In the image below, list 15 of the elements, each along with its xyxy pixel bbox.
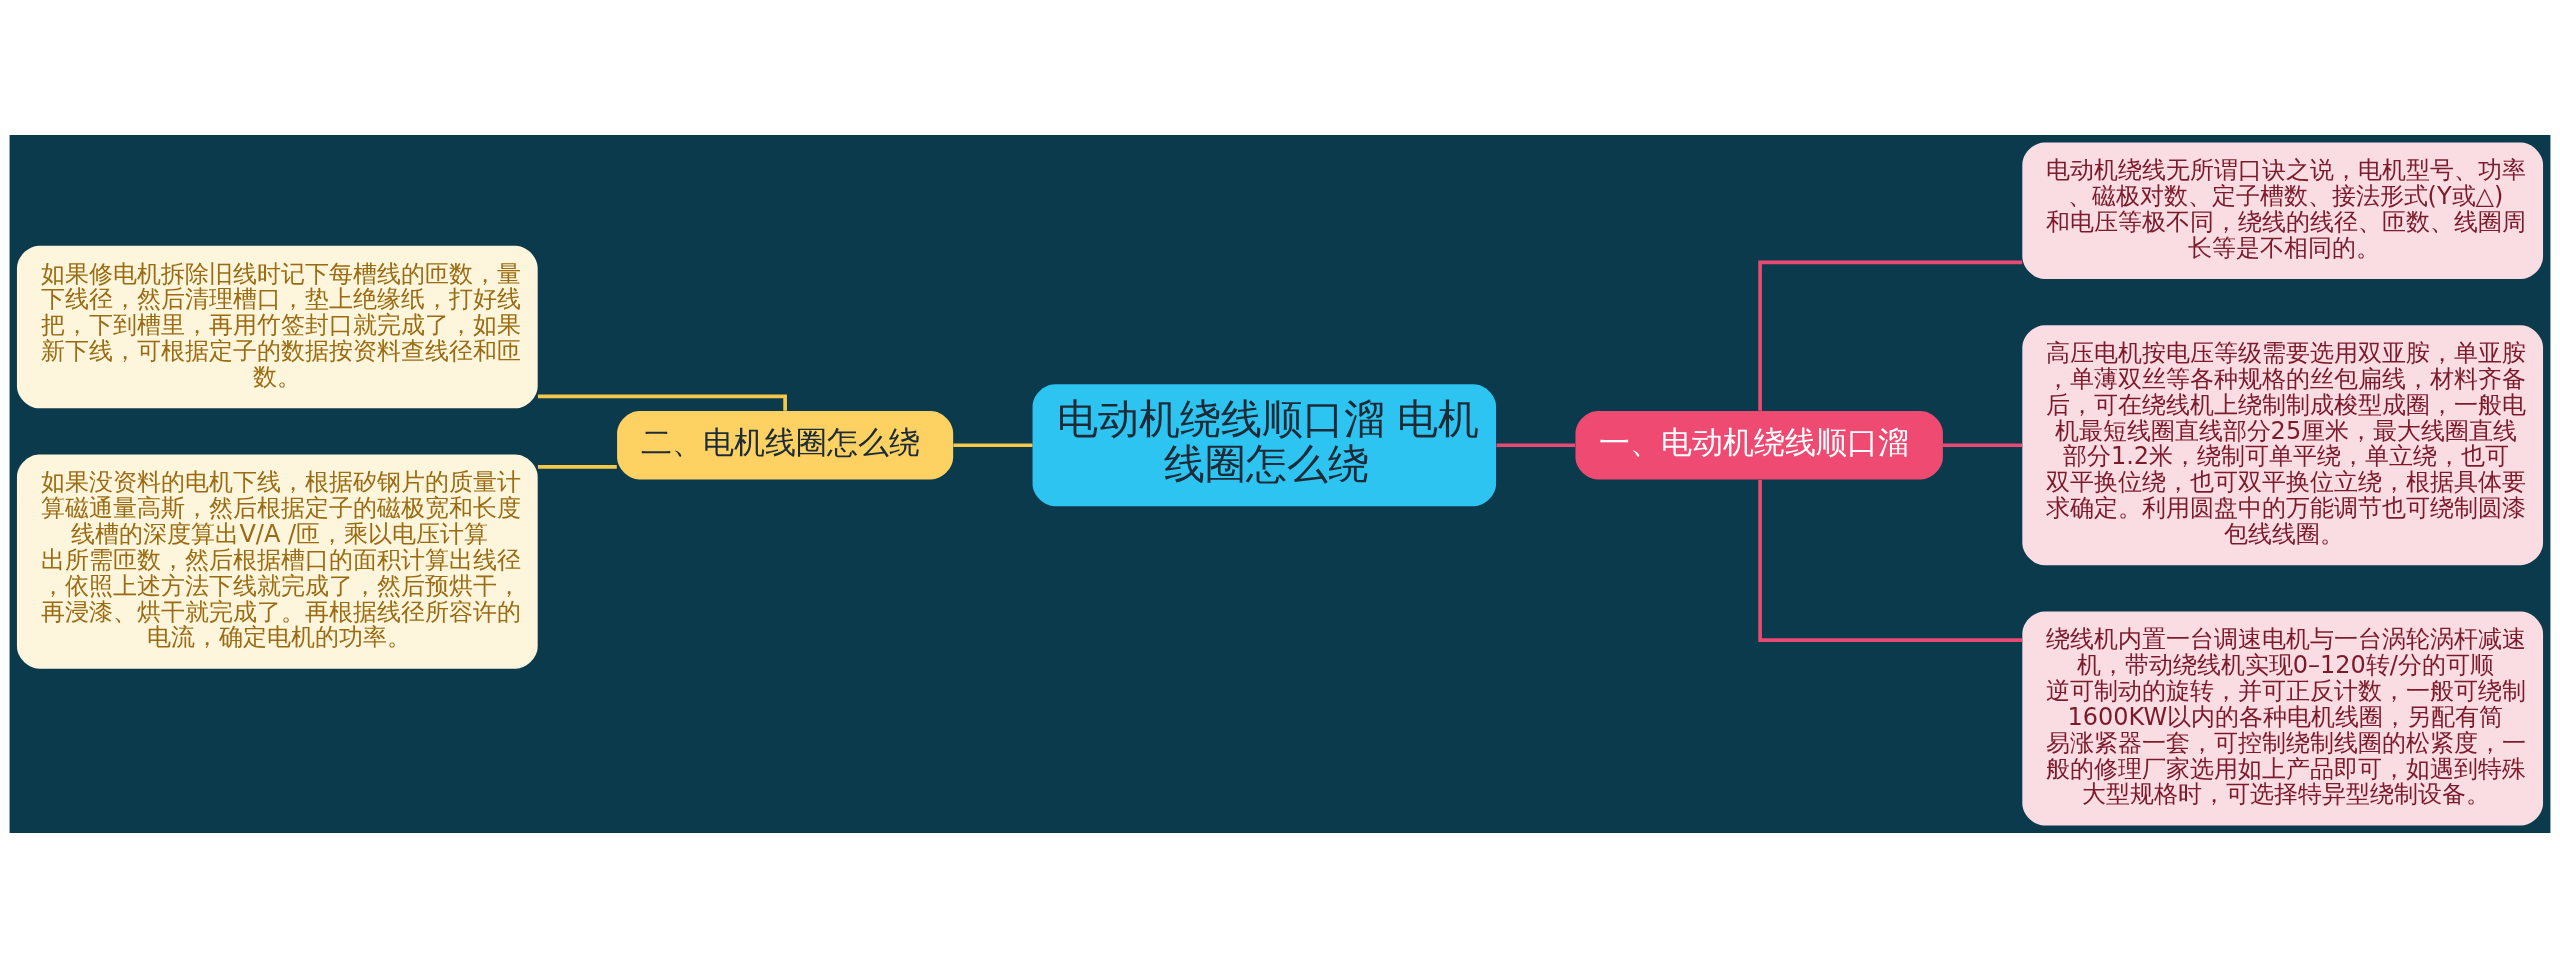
node-box: 高压电机按电压等级需要选用双亚胺，单亚胺，单薄双丝等各种规格的丝包扁线，材料齐备后，可在绕线机上绕制制成梭型成圈，一般电机最短线圈直线部分25厘米，最大线圈直线部分1.2米，绕制可单平绕，单立绕，也可双平换位绕，也可双平换位立绕，根据具体要求确定。利用圆盘中的万能调节也可绕制圆漆包线线圈。: [2022, 324, 2544, 565]
connector: [953, 442, 1033, 447]
connector: [1758, 260, 2023, 411]
connector: [1758, 479, 2023, 642]
node-box: 如果没资料的电机下线，根据矽钢片的质量计算磁通量高斯，然后根据定子的磁极宽和长度线槽的深度算出V/A /匝，乘以电压计算出所需匝数，然后根据槽口的面积计算出线径，依照上述方法下线就完成了，然后预烘干，再浸漆、烘干就完成了。再根据线径所容许的电流，确定电机的功率。: [16, 453, 538, 669]
node-box: 二、电机线圈怎么绕: [617, 410, 954, 479]
connector: [537, 393, 787, 411]
connector: [1943, 442, 2023, 447]
node-box: 绕线机内置一台调速电机与一台涡轮涡杆减速机，带动绕线机实现0–120转/分的可顺逆可制动的旋转，并可正反计数，一般可绕制1600KW以内的各种电机线圈，另配有简易涨紧器一套，可控制绕制线圈的松紧度，一般的修理厂家选用如上产品即可，如遇到特殊大型规格时，可选择特异型绕制设备。: [2022, 610, 2544, 826]
node-box: 电动机绕线顺口溜 电机线圈怎么绕: [1032, 383, 1497, 506]
connector: [1496, 442, 1576, 447]
node-box: 电动机绕线无所谓口诀之说，电机型号、功率、磁极对数、定子槽数、接法形式(Y或△)和电压等极不同，绕线的线径、匝数、线圈周长等是不相同的。: [2022, 141, 2544, 279]
connector: [537, 464, 617, 469]
node-box: 一、电动机绕线顺口溜: [1575, 410, 1943, 479]
node-box: 如果修电机拆除旧线时记下每槽线的匝数，量下线径，然后清理槽口，垫上绝缘纸，打好线把，下到槽里，再用竹签封口就完成了，如果新下线，可根据定子的数据按资料查线径和匝数。: [16, 245, 538, 408]
